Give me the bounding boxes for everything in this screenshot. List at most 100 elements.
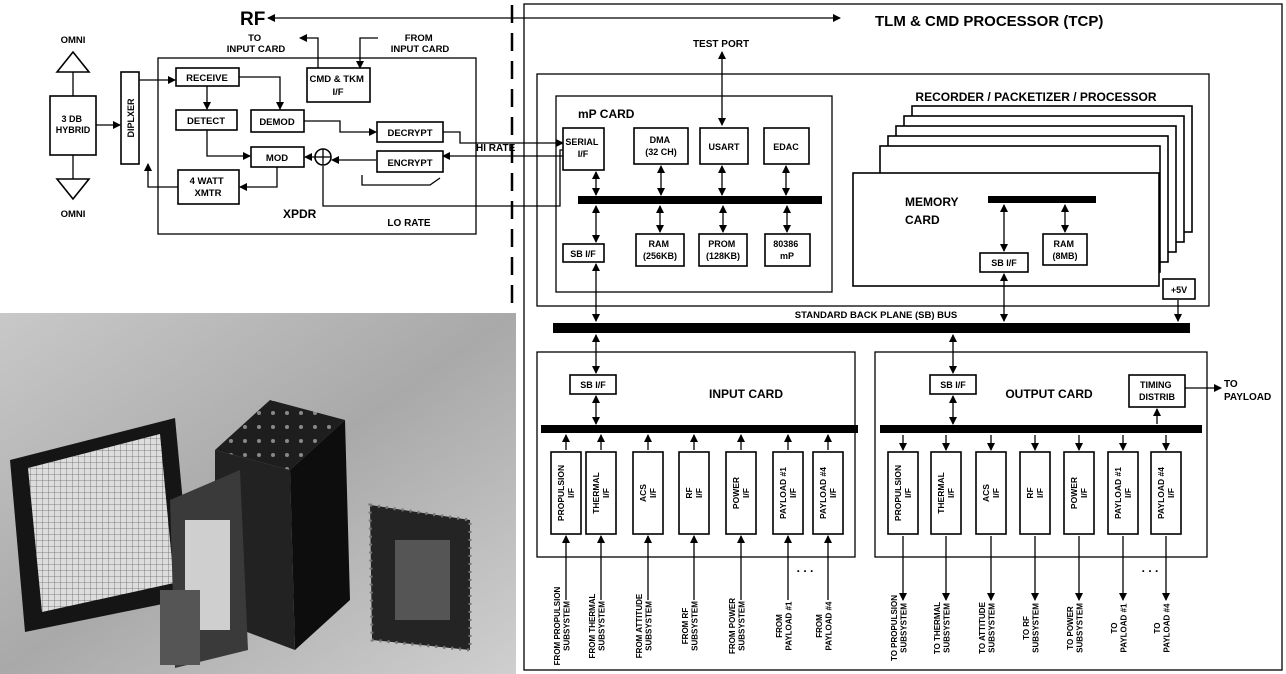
omni-bottom-antenna: OMNI xyxy=(55,155,91,220)
output-sb-if-box xyxy=(929,374,977,395)
backplane-bus xyxy=(553,323,1190,333)
output-if-label-5: PAYLOAD #1I/F xyxy=(1113,467,1133,519)
output-if-label-6: PAYLOAD #4I/F xyxy=(1156,467,1176,519)
input-if-box-3 xyxy=(678,451,710,535)
output-ext-label-0: TO PROPULSIONSUBSYSTEM xyxy=(890,595,909,661)
tcp-title: TLM & CMD PROCESSOR (TCP) xyxy=(875,13,1103,30)
input-if-box-5 xyxy=(772,451,804,535)
output-if-box-6 xyxy=(1150,451,1182,535)
output-ext-label-5: TOPAYLOAD #1 xyxy=(1110,603,1129,652)
detect-label: DETECT xyxy=(187,116,225,127)
input-card-title: INPUT CARD xyxy=(709,387,783,401)
omni-bottom-label: OMNI xyxy=(61,209,86,220)
serial-if-label: SERIAL I/F xyxy=(565,137,600,159)
input-if-label-6: PAYLOAD #4I/F xyxy=(818,467,838,519)
output-if-label-3: RFI/F xyxy=(1025,487,1045,498)
input-ext-label-0: FROM PROPULSIONSUBSYSTEM xyxy=(553,586,572,665)
dma-label: DMA (32 CH) xyxy=(645,135,677,157)
usart-label: USART xyxy=(709,142,741,152)
to-input-card-label: TO INPUT CARD xyxy=(227,33,286,55)
input-if-box-1 xyxy=(585,451,617,535)
output-if-label-1: THERMALI/F xyxy=(936,472,956,514)
memory-card-stack xyxy=(852,105,1193,287)
rf-label: RF xyxy=(240,9,265,30)
usart-box xyxy=(699,127,749,165)
mp-card-title: mP CARD xyxy=(578,107,635,121)
hardware-photo xyxy=(0,313,516,674)
hybrid-box xyxy=(49,95,97,156)
output-if-label-4: POWERI/F xyxy=(1069,477,1089,509)
xpdr-frame xyxy=(157,57,477,235)
input-if-box-0 xyxy=(550,451,582,535)
input-ellipsis: . . . xyxy=(797,561,814,575)
receive-label: RECEIVE xyxy=(186,73,228,84)
output-if-box-5 xyxy=(1107,451,1139,535)
input-if-box-2 xyxy=(632,451,664,535)
input-internal-bus xyxy=(541,425,858,433)
rpp-title: RECORDER / PACKETIZER / PROCESSOR xyxy=(915,90,1156,104)
output-sb-if-label: SB I/F xyxy=(940,380,966,390)
mod-label: MOD xyxy=(266,153,288,164)
input-if-label-5: PAYLOAD #1I/F xyxy=(778,467,798,519)
ram-256-label: RAM (256KB) xyxy=(643,239,677,261)
cmd-tkm-box xyxy=(306,67,371,103)
power-5v-box xyxy=(1162,278,1196,300)
output-ext-label-1: TO THERMALSUBSYSTEM xyxy=(933,602,952,654)
output-if-box-3 xyxy=(1019,451,1051,535)
test-port-label: TEST PORT xyxy=(693,39,749,50)
memory-internal-bus xyxy=(988,196,1096,203)
input-if-label-3: RFI/F xyxy=(684,487,704,498)
input-ext-label-3: FROM RFSUBSYSTEM xyxy=(681,601,700,651)
encrypt-label: ENCRYPT xyxy=(387,158,432,169)
lo-rate-label: LO RATE xyxy=(387,218,430,229)
output-internal-bus xyxy=(880,425,1202,433)
timing-distrib-label: TIMING DISTRIB xyxy=(1139,380,1176,402)
cpu-box xyxy=(764,233,811,267)
input-sb-if-box xyxy=(569,374,617,395)
output-ext-label-6: TOPAYLOAD #4 xyxy=(1153,603,1172,652)
output-ext-label-3: TO RFSUBSYSTEM xyxy=(1022,603,1041,653)
input-if-label-4: POWERI/F xyxy=(731,477,751,509)
output-if-box-0 xyxy=(887,451,919,535)
cpu-label: 80386 mP xyxy=(773,239,801,261)
decrypt-label: DECRYPT xyxy=(387,128,432,139)
input-if-box-4 xyxy=(725,451,757,535)
output-card-frame xyxy=(874,351,1208,558)
mem-sb-if-label: SB I/F xyxy=(991,258,1017,268)
output-ellipsis: . . . xyxy=(1142,561,1159,575)
diplexer-label: DIPLXER xyxy=(126,98,136,138)
xpdr-label: XPDR xyxy=(283,207,317,221)
output-if-box-1 xyxy=(930,451,962,535)
memory-card-title: MEMORY CARD xyxy=(905,195,962,227)
to-payload-label: TO PAYLOAD xyxy=(1224,379,1271,403)
backplane-label: STANDARD BACK PLANE (SB) BUS xyxy=(795,310,957,321)
output-if-label-0: PROPULSIONI/F xyxy=(893,465,913,521)
power-5v-label: +5V xyxy=(1171,285,1187,295)
hi-rate-label: HI RATE xyxy=(476,143,516,154)
diplexer-box xyxy=(120,71,140,165)
omni-top-label: OMNI xyxy=(61,35,86,46)
dma-box xyxy=(633,127,689,165)
output-interfaces: PROPULSIONI/F TO PROPULSIONSUBSYSTEM THERM… xyxy=(887,435,1182,661)
input-if-label-2: ACSI/F xyxy=(638,484,658,502)
encrypt-box xyxy=(376,150,444,173)
input-card-frame xyxy=(536,351,856,558)
edac-label: EDAC xyxy=(773,142,799,152)
demod-label: DEMOD xyxy=(259,117,295,128)
input-ext-label-1: FROM THERMALSUBSYSTEM xyxy=(588,593,607,658)
rpp-frame xyxy=(536,73,1210,307)
input-ext-label-4: FROM POWERSUBSYSTEM xyxy=(728,598,747,654)
edac-box xyxy=(763,127,810,165)
prom-box xyxy=(698,233,748,267)
mp-card-frame xyxy=(555,95,833,293)
hybrid-label: 3 DB HYBRID xyxy=(56,114,91,135)
input-ext-label-5: FROMPAYLOAD #1 xyxy=(775,601,794,650)
serial-if-box xyxy=(562,127,605,171)
input-if-box-6 xyxy=(812,451,844,535)
prom-label: PROM (128KB) xyxy=(706,239,740,261)
timing-distrib-box xyxy=(1128,374,1186,408)
from-input-card-label: FROM INPUT CARD xyxy=(391,33,450,55)
mem-sb-if-box xyxy=(979,252,1029,273)
